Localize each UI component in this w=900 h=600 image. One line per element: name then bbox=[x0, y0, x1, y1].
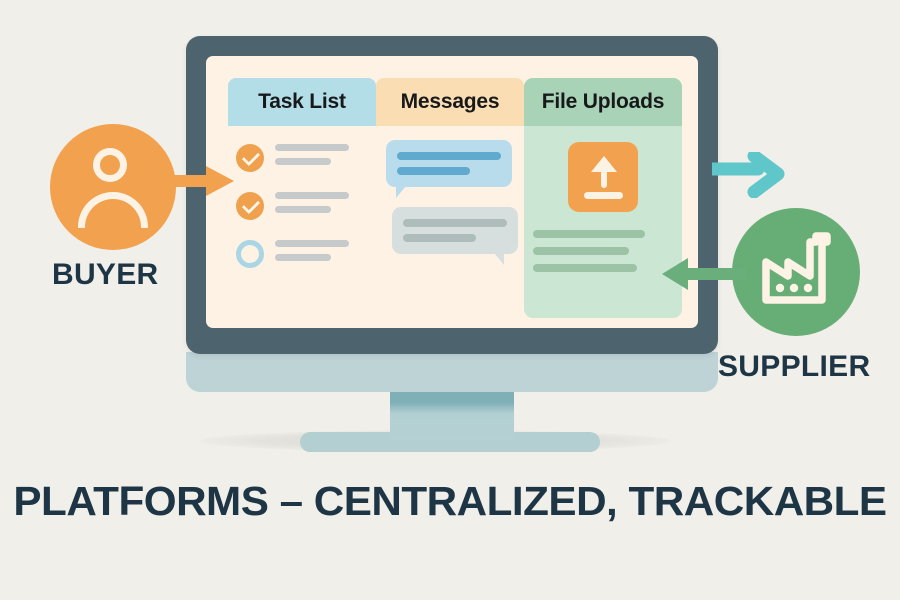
supplier-label: SUPPLIER bbox=[718, 350, 871, 383]
file-uploads-header: File Uploads bbox=[524, 78, 682, 126]
monitor-stand-base bbox=[300, 432, 600, 452]
messages-header: Messages bbox=[376, 78, 524, 126]
person-icon-head bbox=[93, 148, 127, 182]
task-text-placeholder bbox=[275, 192, 349, 220]
messages-title: Messages bbox=[400, 90, 500, 113]
task-list-rows bbox=[228, 126, 376, 268]
teal-right-arrow-icon bbox=[712, 152, 785, 198]
monitor-chin bbox=[186, 352, 718, 392]
page-caption: PLATFORMS – CENTRALIZED, TRACKABLE bbox=[13, 478, 887, 524]
check-mark-icon bbox=[241, 195, 261, 215]
message-bubble-list bbox=[376, 126, 524, 265]
green-left-arrow-icon bbox=[662, 258, 746, 290]
checkbox-checked-icon[interactable] bbox=[236, 192, 264, 220]
task-row[interactable] bbox=[228, 240, 376, 268]
upload-arrow-stem bbox=[601, 158, 607, 188]
checkbox-checked-icon[interactable] bbox=[236, 144, 264, 172]
monitor-stand-neck bbox=[390, 392, 514, 440]
panel-file-uploads[interactable]: File Uploads bbox=[524, 78, 682, 318]
buyer-label: BUYER bbox=[52, 258, 159, 291]
task-text-placeholder bbox=[275, 144, 349, 172]
factory-icon bbox=[762, 232, 831, 304]
bubble-tail-icon bbox=[494, 253, 504, 265]
file-uploads-title: File Uploads bbox=[541, 90, 665, 113]
upload-button[interactable] bbox=[568, 142, 638, 212]
task-list-title: Task List bbox=[258, 90, 346, 113]
check-mark-icon bbox=[241, 147, 261, 167]
panel-task-list[interactable]: Task List bbox=[228, 78, 376, 318]
message-bubble-outgoing[interactable] bbox=[392, 207, 518, 265]
file-uploads-body bbox=[524, 126, 682, 281]
file-list-placeholder bbox=[524, 230, 682, 281]
panel-messages[interactable]: Messages bbox=[376, 78, 524, 318]
orange-right-arrow-icon bbox=[160, 166, 234, 196]
buyer-avatar[interactable] bbox=[50, 124, 176, 250]
person-icon-body bbox=[78, 192, 148, 228]
upload-baseline-icon bbox=[584, 192, 623, 199]
task-row[interactable] bbox=[228, 144, 376, 172]
monitor-screen: Task List bbox=[206, 56, 698, 328]
bubble-tail-icon bbox=[396, 186, 406, 198]
task-text-placeholder bbox=[275, 240, 349, 268]
checkbox-unchecked-icon[interactable] bbox=[236, 240, 264, 268]
supplier-avatar[interactable] bbox=[732, 208, 860, 336]
task-row[interactable] bbox=[228, 192, 376, 220]
message-bubble-incoming[interactable] bbox=[386, 140, 512, 198]
task-list-header: Task List bbox=[228, 78, 376, 126]
